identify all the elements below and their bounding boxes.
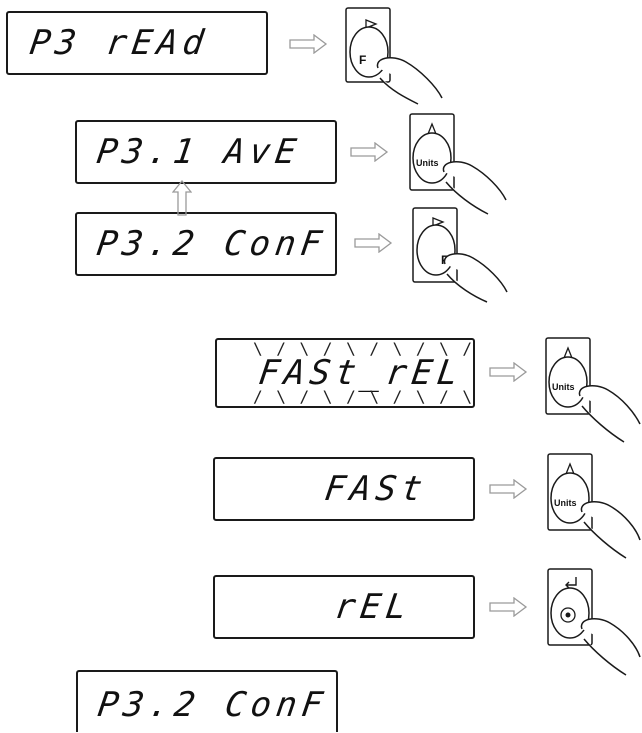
up-arrow-icon [172, 180, 192, 216]
display-p3-2-conf: P3.2 ConF [75, 212, 337, 276]
display-fast: FASt [213, 457, 475, 521]
triangle-right-icon [432, 217, 445, 227]
finger-icon [580, 617, 641, 676]
button-label: Units [552, 382, 575, 392]
display-text: P3.1 AvE [94, 132, 304, 172]
finger-icon [580, 500, 641, 559]
display-rel: rEL [213, 575, 475, 639]
right-arrow-icon [354, 233, 393, 253]
display-text: P3.2 ConF [95, 685, 331, 725]
finger-icon [443, 252, 508, 303]
right-arrow-icon [289, 34, 328, 54]
button-label: F [359, 53, 366, 67]
f-button[interactable]: F [411, 206, 511, 306]
f-button[interactable]: F [344, 6, 444, 106]
finger-icon [376, 56, 443, 105]
right-arrow-icon [489, 479, 528, 499]
display-p3-2-conf-final: P3.2 ConF [76, 670, 338, 732]
display-text: FASt [322, 469, 430, 509]
blink-marks-bottom: / \ / \ / \ / \ / \ / \ [253, 387, 475, 406]
units-button[interactable]: Units [546, 452, 642, 562]
right-arrow-icon [350, 142, 389, 162]
units-button[interactable]: Units [408, 112, 508, 217]
display-p3-1-ave: P3.1 AvE [75, 120, 337, 184]
display-text: P3.2 ConF [94, 224, 330, 264]
right-arrow-icon [489, 362, 528, 382]
button-label: Units [416, 158, 439, 168]
units-button[interactable]: Units [544, 336, 642, 446]
display-text: rEL [332, 587, 415, 627]
blink-marks-top: \ / \ / \ / \ / \ / \ / [253, 339, 475, 358]
button-label: Units [554, 498, 577, 508]
enter-button[interactable] [546, 567, 642, 679]
display-fast-rel: \ / \ / \ / \ / \ / \ / FASt_rEL / \ / \… [215, 338, 475, 408]
display-p3-read: P3 rEAd [6, 11, 268, 75]
triangle-right-icon [365, 19, 378, 29]
finger-icon [442, 160, 507, 215]
enter-arrow-icon [565, 577, 577, 589]
right-arrow-icon [489, 597, 528, 617]
display-text: P3 rEAd [27, 23, 212, 63]
finger-icon [578, 384, 641, 443]
target-icon [560, 607, 576, 623]
